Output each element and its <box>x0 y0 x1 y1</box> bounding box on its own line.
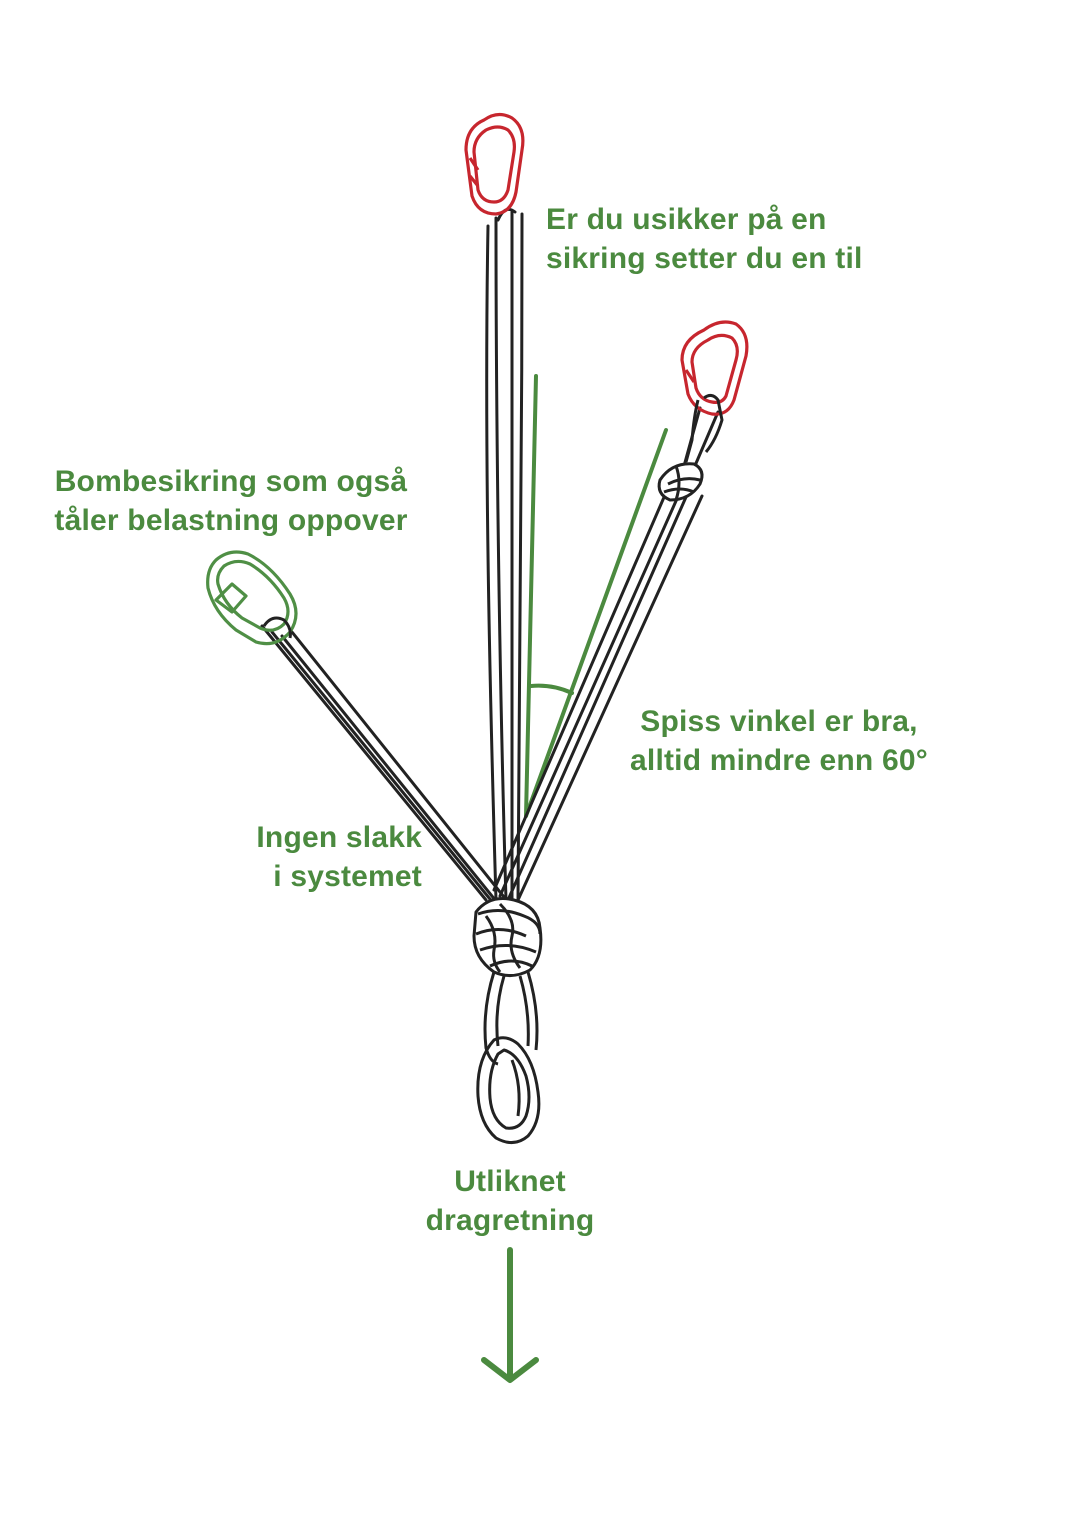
knot <box>472 897 543 977</box>
label-angle-line-2: alltid mindre enn 60° <box>630 744 928 777</box>
label-bomb-proof-line-2: tåler belastning oppover <box>54 504 408 537</box>
label-pull-direction: Utliknet dragretning <box>400 1162 620 1240</box>
label-extra-protection: Er du usikker på en sikring setter du en… <box>546 200 863 278</box>
label-no-slack-line-2: i systemet <box>273 860 422 893</box>
angle-reference-line-diagonal <box>524 428 668 818</box>
label-angle-line-1: Spiss vinkel er bra, <box>640 705 918 738</box>
label-extra-protection-line-1: Er du usikker på en <box>546 203 827 236</box>
label-pull-direction-line-2: dragretning <box>425 1204 595 1237</box>
knot-right-sling <box>657 462 704 502</box>
angle-indicator <box>524 374 668 818</box>
master-carabiners <box>476 971 541 1144</box>
label-bomb-proof-anchor: Bombesikring som også tåler belastning o… <box>40 462 422 540</box>
quickdraw-right <box>684 393 724 463</box>
carabiner-green-left <box>206 550 298 646</box>
angle-reference-line-vertical <box>524 374 538 818</box>
carabiner-red-top <box>464 112 525 216</box>
label-extra-protection-line-2: sikring setter du en til <box>546 242 863 275</box>
label-no-slack-line-1: Ingen slakk <box>256 821 422 854</box>
label-bomb-proof-line-1: Bombesikring som også <box>54 465 408 498</box>
label-no-slack: Ingen slakk i systemet <box>222 818 422 896</box>
label-pull-direction-line-1: Utliknet <box>454 1165 566 1198</box>
arrow-down-icon <box>481 1247 539 1383</box>
sling-loop-left <box>262 616 292 639</box>
angle-arc <box>529 683 574 695</box>
carabiner-red-right <box>680 320 749 416</box>
label-angle: Spiss vinkel er bra, alltid mindre enn 6… <box>620 702 938 780</box>
rope-strands <box>260 207 720 908</box>
